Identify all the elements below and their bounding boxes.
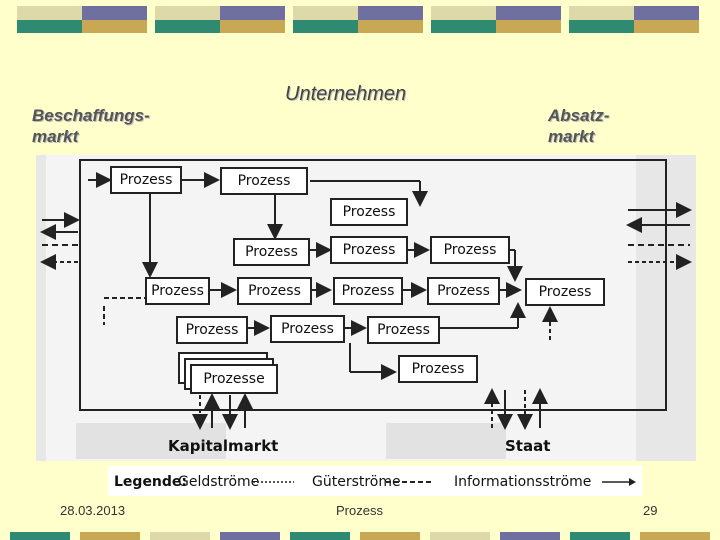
process-box: Prozess: [398, 355, 478, 383]
process-box: Prozess: [145, 277, 210, 305]
legend-line-samples: [253, 478, 636, 486]
process-box: Prozess: [220, 167, 308, 195]
legend-info: Informationsströme: [454, 474, 592, 490]
legend-goods: Güterströme: [312, 474, 401, 490]
process-box: Prozess: [176, 316, 248, 344]
process-box: Prozess: [270, 315, 345, 343]
process-box: Prozess: [233, 238, 310, 266]
header-band: [0, 6, 720, 33]
process-box: Prozess: [525, 278, 605, 306]
sales-market-label: Absatz- markt: [548, 106, 610, 146]
footer-title: Prozess: [336, 503, 383, 518]
process-box: Prozess: [110, 166, 182, 194]
process-stack-front: Prozesse: [190, 364, 278, 394]
legend-title: Legende:: [114, 474, 188, 490]
legend-money: Geldströme: [178, 474, 260, 490]
process-box: Prozess: [330, 236, 408, 264]
company-label: Unternehmen: [285, 83, 407, 105]
legend: Legende: Geldströme Güterströme Informat…: [108, 466, 642, 496]
process-box: Prozess: [427, 277, 500, 305]
process-box: Prozess: [330, 198, 408, 226]
process-box: Prozess: [430, 236, 510, 264]
capital-market-label: Kapitalmarkt: [168, 437, 279, 455]
procurement-market-label: Beschaffungs- markt: [32, 106, 150, 146]
state-label: Staat: [505, 437, 551, 455]
process-box: Prozess: [367, 316, 440, 344]
page-number: 29: [643, 503, 658, 518]
footer-date: 28.03.2013: [60, 503, 126, 518]
footer-band: [0, 532, 720, 540]
process-box: Prozess: [333, 277, 403, 305]
process-box: Prozess: [237, 277, 312, 305]
